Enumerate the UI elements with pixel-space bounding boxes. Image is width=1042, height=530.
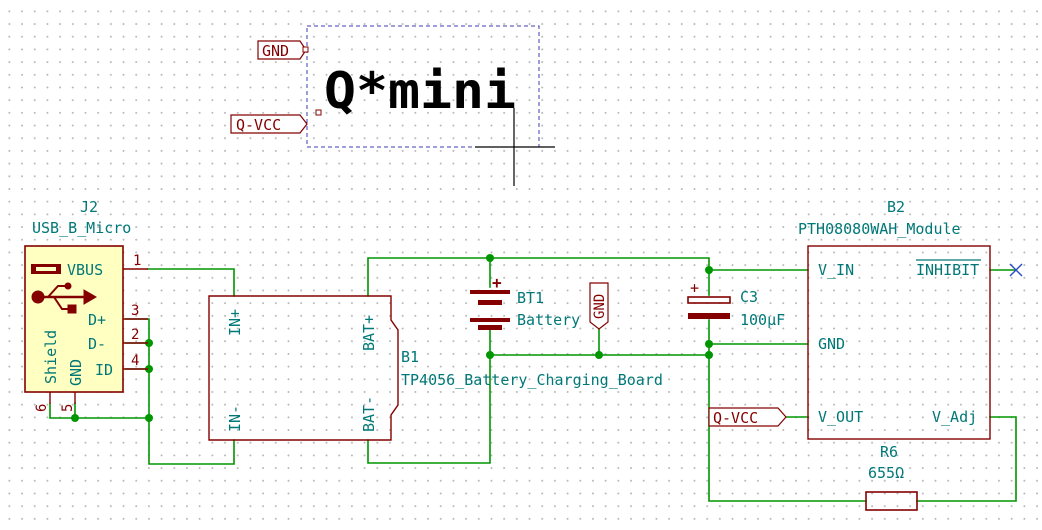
c3-value: 100µF	[740, 311, 785, 329]
bt1-value: Battery	[517, 311, 580, 329]
resistor-icon	[865, 491, 918, 511]
j2-pin-vbus: VBUS	[67, 261, 103, 279]
component-j2[interactable]: J2 USB_B_Micro VBUS D+ D-	[24, 198, 148, 412]
usb-connector-icon	[31, 264, 61, 274]
board-title: Q*mini	[324, 62, 516, 120]
b1-pin-bat-plus: BAT+	[360, 315, 378, 351]
b2-body	[807, 245, 991, 440]
j2-ref: J2	[80, 198, 98, 216]
j2-pin-id: ID	[95, 361, 113, 379]
j2-value: USB_B_Micro	[32, 219, 131, 237]
c3-plus: +	[690, 279, 699, 297]
b2-pin-v-in: V_IN	[818, 261, 854, 279]
component-b1[interactable]: IN+ IN- BAT+ BAT- B1 TP4056_Battery_Char…	[208, 295, 663, 441]
global-label-qvcc-mid[interactable]: Q-VCC	[708, 407, 787, 427]
global-label-gnd-mid-text: GND	[592, 294, 608, 319]
anchor-marker	[315, 109, 322, 116]
b2-pin-v-out: V_OUT	[818, 408, 863, 426]
b1-ref: B1	[401, 348, 419, 366]
no-connect-icon	[1009, 263, 1023, 277]
j2-pin-shield: Shield	[42, 330, 60, 384]
junctions	[71, 254, 713, 422]
global-label-gnd-mid[interactable]: GND	[589, 282, 609, 330]
global-label-gnd-top-text: GND	[262, 42, 289, 60]
b2-value: PTH08080WAH_Module	[798, 220, 961, 238]
component-bt1[interactable]: + BT1 Battery	[470, 273, 580, 330]
r6-value: 655Ω	[868, 464, 904, 482]
b1-pin-bat-minus: BAT-	[360, 396, 378, 432]
j2-pinnum-gnd: 5	[60, 404, 76, 412]
b2-pin-gnd: GND	[818, 335, 845, 353]
b1-pin-in-minus: IN-	[226, 405, 244, 432]
b1-value: TP4056_Battery_Charging_Board	[401, 371, 663, 389]
title-frame	[306, 25, 540, 148]
c3-ref: C3	[740, 288, 758, 306]
j2-pinnum-vbus: 1	[133, 253, 141, 269]
j2-pinnum-dminus: 2	[131, 327, 139, 343]
j2-pin-dminus: D-	[88, 335, 106, 353]
bt1-plus: +	[492, 273, 502, 292]
b2-pin-v-adj: V_Adj	[932, 408, 977, 426]
usb-symbol-icon	[31, 282, 97, 314]
global-label-gnd-top[interactable]: GND	[257, 40, 309, 60]
global-label-qvcc-top-text: Q-VCC	[236, 116, 281, 134]
capacitor-icon	[687, 296, 731, 319]
b2-pin-inhibit: INHIBIT	[916, 261, 979, 279]
r6-ref: R6	[880, 443, 898, 461]
bt1-ref: BT1	[517, 289, 544, 307]
j2-pin-dplus: D+	[88, 311, 106, 329]
battery-icon	[470, 290, 510, 330]
j2-pinnum-dplus: 3	[131, 303, 139, 319]
b1-body	[208, 295, 399, 441]
j2-pin-gnd: GND	[67, 359, 85, 386]
component-r6[interactable]: R6 655Ω	[865, 443, 918, 511]
global-label-qvcc-mid-text: Q-VCC	[713, 409, 758, 427]
component-c3[interactable]: + C3 100µF	[687, 279, 785, 329]
b2-ref: B2	[887, 198, 905, 216]
j2-pinnum-id: 4	[131, 353, 139, 369]
b1-pin-in-plus: IN+	[226, 309, 244, 336]
j2-pinnum-shield: 6	[34, 404, 50, 412]
global-label-qvcc-top[interactable]: Q-VCC	[230, 114, 308, 134]
crosshair-cursor-icon	[475, 108, 555, 186]
component-b2[interactable]: B2 PTH08080WAH_Module V_IN INHIBIT GND V…	[798, 198, 991, 440]
